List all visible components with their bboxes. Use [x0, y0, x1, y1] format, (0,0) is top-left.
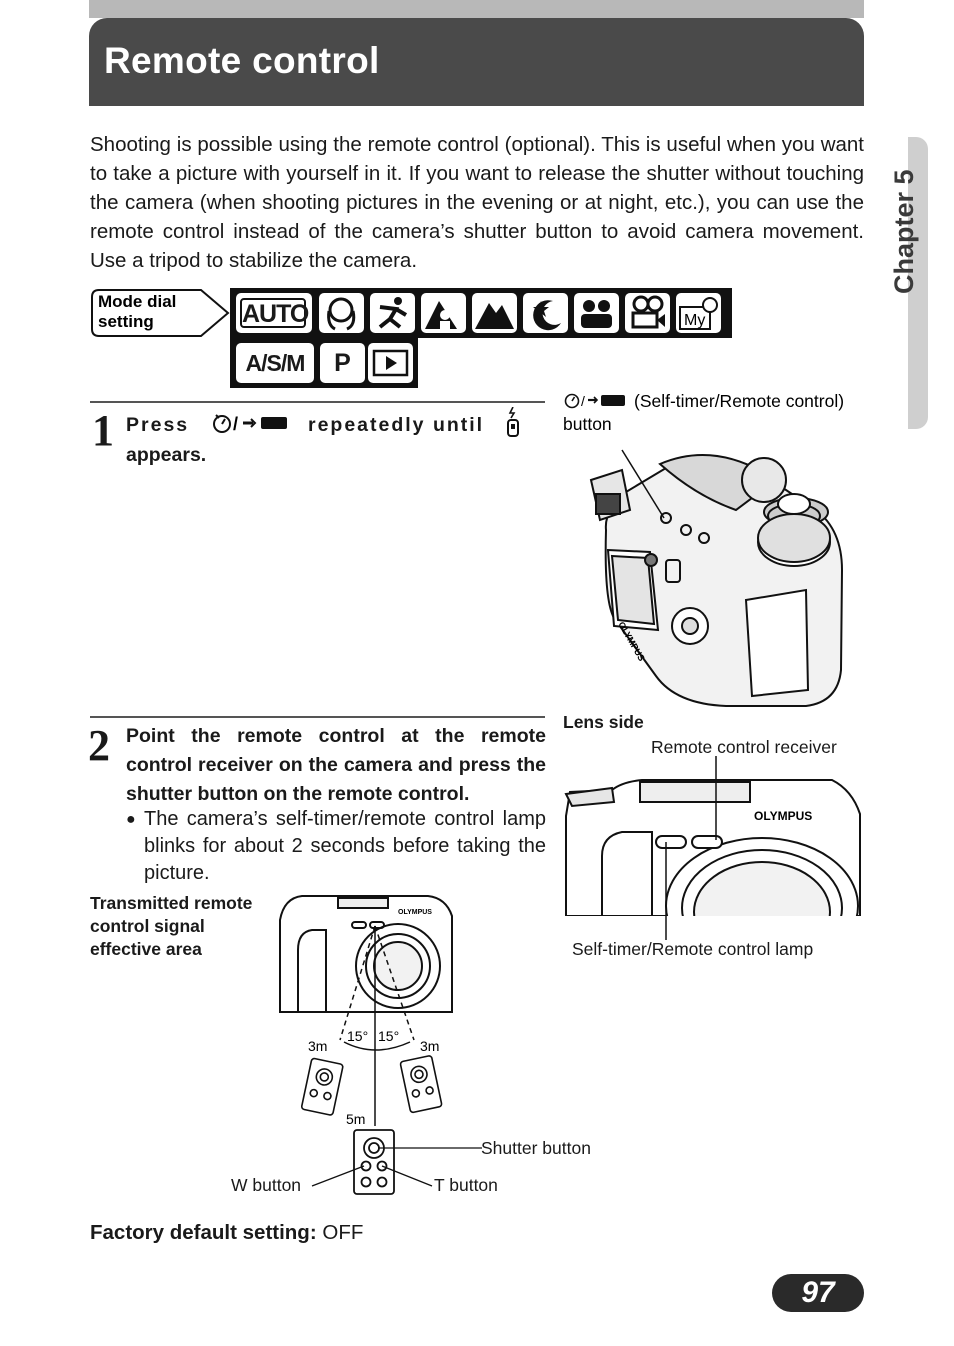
- caption-line1: (Self-timer/Remote control): [634, 391, 844, 411]
- chapter-tab: [908, 137, 928, 429]
- remote-right: [399, 1055, 443, 1114]
- distance-center: 5m: [346, 1111, 365, 1127]
- step2-text: Point the remote control at the remote c…: [126, 725, 546, 805]
- svg-text:/: /: [233, 414, 240, 434]
- portrait-icon: [319, 293, 364, 333]
- factory-default: Factory default setting: OFF: [90, 1221, 363, 1245]
- step2-bullet-text: The camera’s self-timer/remote control l…: [144, 808, 546, 884]
- factory-value: OFF: [322, 1221, 364, 1244]
- range-camera-brand: OLYMPUS: [398, 909, 432, 916]
- distance-left: 3m: [308, 1038, 327, 1054]
- mode-dial-label-line2: setting: [98, 312, 154, 331]
- asm-mode-icon: A/S/M: [236, 343, 314, 383]
- step2-rule: [90, 716, 545, 718]
- self-timer-remote-icon: /: [212, 414, 287, 434]
- range-caption-line1: Transmitted remote: [90, 893, 253, 913]
- camera-button-caption: / (Self-timer/Remote control) button: [563, 391, 844, 434]
- title-bar: [89, 18, 864, 106]
- intro-paragraph: Shooting is possible using the remote co…: [90, 133, 864, 272]
- mode-icons-row2: A/S/M P: [230, 338, 418, 388]
- playback-icon: [368, 343, 413, 383]
- landscape-portrait-icon: [421, 293, 466, 333]
- receiver-label: Remote control receiver: [651, 737, 837, 757]
- p-label: P: [334, 349, 351, 377]
- night-scene-icon: [523, 293, 568, 333]
- step1-press: Press: [126, 414, 190, 436]
- chapter-label: Chapter 5: [891, 169, 919, 294]
- mode-dial-label-line1: Mode dial: [98, 292, 176, 311]
- factory-label: Factory default setting:: [90, 1221, 317, 1244]
- step1-text: Press / repeatedly until appears.: [126, 406, 546, 470]
- auto-mode-icon: AUTO: [236, 293, 312, 333]
- mode-dial-label-box: Mode dial setting: [91, 289, 230, 337]
- step1-end: appears.: [126, 444, 207, 466]
- step1-mid: repeatedly until: [307, 414, 485, 436]
- range-caption-line3: effective area: [90, 939, 202, 959]
- my-mode-icon: My: [676, 293, 721, 333]
- lamp-label: Self-timer/Remote control lamp: [572, 939, 814, 959]
- page-number: 97: [772, 1274, 864, 1312]
- lens-side-illustration: OLYMPUS: [562, 756, 862, 940]
- movie-icon: [625, 293, 670, 333]
- remote-indicator-icon: [506, 406, 519, 437]
- p-mode-icon: P: [320, 343, 365, 383]
- shutter-button-label: Shutter button: [481, 1138, 591, 1158]
- camera-back-illustration: OLYMPUS: [589, 449, 844, 707]
- bullet-dot: ●: [126, 811, 136, 828]
- lens-side-heading: Lens side: [563, 712, 644, 732]
- page-title: Remote control: [104, 40, 380, 81]
- w-button-label: W button: [231, 1175, 302, 1195]
- header-top-band: [89, 0, 864, 18]
- t-button-label: T button: [434, 1175, 498, 1195]
- chapter-text: Chapter 5: [891, 169, 919, 294]
- landscape-icon: [472, 293, 517, 333]
- angle-right: 15°: [378, 1028, 399, 1044]
- step1-number: 1: [92, 406, 114, 455]
- caption-line2: button: [563, 414, 612, 434]
- auto-label: AUTO: [240, 298, 309, 328]
- remote-center: [353, 1129, 395, 1195]
- lens-brand: OLYMPUS: [754, 809, 812, 823]
- sports-icon: [370, 293, 415, 333]
- svg-text:/: /: [581, 393, 585, 409]
- remote-left: [300, 1057, 344, 1116]
- step2-number: 2: [88, 721, 110, 770]
- remote-range-diagram: OLYMPUS 15° 15° 3m 3m 5m: [279, 895, 482, 1195]
- mode-icons-row1: AUTO My: [230, 288, 732, 338]
- svg-text:My: My: [684, 312, 705, 329]
- step1-rule: [90, 401, 545, 403]
- asm-label: A/S/M: [245, 350, 306, 376]
- self-portrait-icon: [574, 293, 619, 333]
- step2-bullet: The camera’s self-timer/remote control l…: [126, 806, 546, 887]
- angle-left: 15°: [347, 1028, 368, 1044]
- distance-right: 3m: [420, 1038, 439, 1054]
- range-caption: Transmitted remote control signal effect…: [90, 892, 252, 961]
- range-caption-line2: control signal: [90, 916, 205, 936]
